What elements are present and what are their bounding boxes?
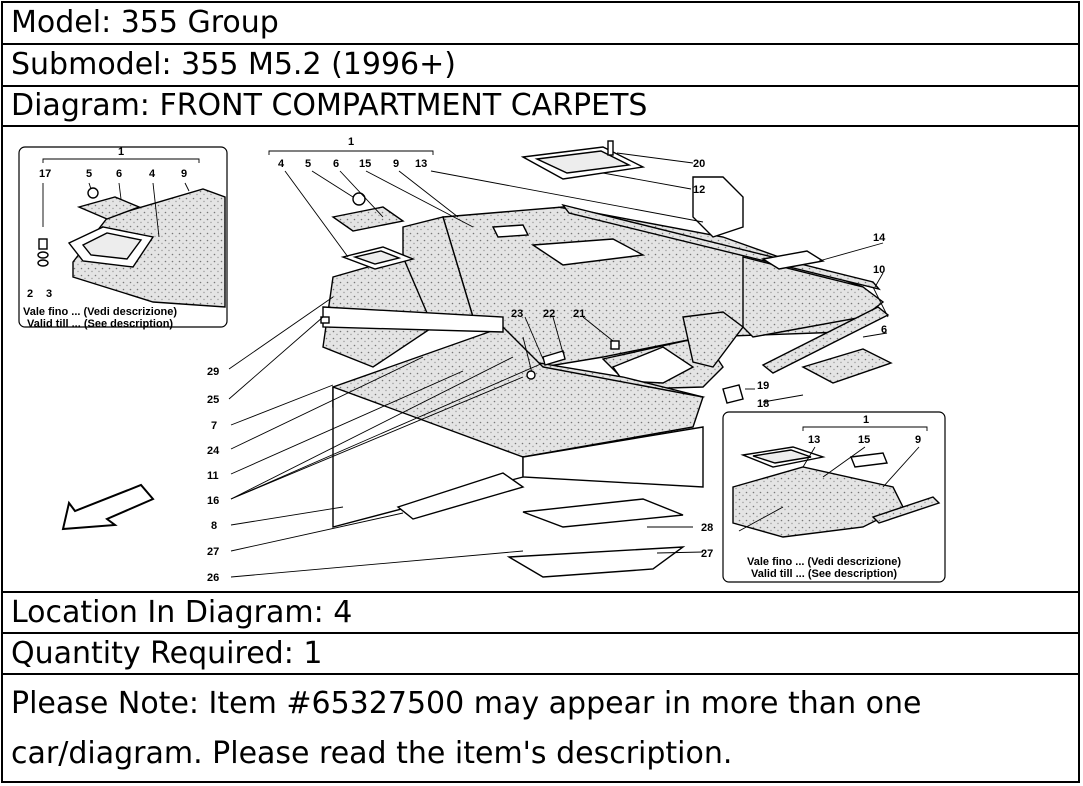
callout-12: 12 (693, 184, 705, 196)
callout-9-main: 9 (393, 158, 399, 170)
callout-21: 21 (573, 308, 585, 320)
inset-detail-right: 1 13 15 9 Vale fino ... (Vedi descrizion… (722, 411, 946, 583)
callout-20: 20 (693, 158, 705, 170)
callout-13-inset: 13 (808, 434, 820, 446)
callout-15-inset: 15 (858, 434, 870, 446)
callout-10: 10 (873, 264, 885, 276)
callout-1-inset-left: 1 (118, 146, 124, 158)
callout-1-main: 1 (348, 136, 354, 148)
callout-24: 24 (207, 445, 220, 457)
inset-right-note-it: Vale fino ... (Vedi descrizione) (747, 556, 901, 568)
front-compartment-carpets-drawing: 1 17 5 6 4 9 2 3 Va (18, 136, 946, 584)
model-row: Model: 355 Group (3, 3, 1078, 45)
callout-28: 28 (701, 522, 713, 534)
inset-left-note-it: Vale fino ... (Vedi descrizione) (23, 306, 177, 318)
callout-27-left: 27 (207, 546, 219, 558)
callout-13-main: 13 (415, 158, 427, 170)
diagram-title-row: Diagram: FRONT COMPARTMENT CARPETS (3, 87, 1078, 127)
callout-1-inset-right: 1 (863, 414, 869, 426)
callout-15-main: 15 (359, 158, 371, 170)
callout-18: 18 (757, 398, 769, 410)
carpet-assembly (320, 140, 893, 578)
callout-16: 16 (207, 495, 219, 507)
callout-4-inset: 4 (149, 168, 156, 180)
callout-6-right: 6 (881, 324, 887, 336)
inset-left-note-en: Valid till ... (See description) (27, 318, 173, 330)
parts-diagram: 1 17 5 6 4 9 2 3 Va (3, 127, 1078, 593)
please-note-text: Please Note: Item #65327500 may appear i… (11, 686, 922, 771)
callout-27-right: 27 (701, 548, 713, 560)
callout-23: 23 (511, 308, 523, 320)
direction-arrow-icon (61, 483, 155, 531)
callout-25: 25 (207, 394, 219, 406)
inset-right-note-en: Valid till ... (See description) (751, 568, 897, 580)
callout-19: 19 (757, 380, 769, 392)
callout-17: 17 (39, 168, 51, 180)
callout-7: 7 (211, 420, 217, 432)
callout-6-main: 6 (333, 158, 339, 170)
callout-22: 22 (543, 308, 555, 320)
submodel-row: Submodel: 355 M5.2 (1996+) (3, 45, 1078, 87)
location-row: Location In Diagram: 4 (3, 593, 1078, 634)
callout-9-inset-right: 9 (915, 434, 921, 446)
callout-2: 2 (27, 288, 33, 300)
callout-8: 8 (211, 520, 217, 532)
inset-detail-left: 1 17 5 6 4 9 2 3 Va (18, 146, 228, 330)
callout-6-inset: 6 (116, 168, 122, 180)
callout-11: 11 (207, 470, 219, 482)
callout-26: 26 (207, 572, 219, 584)
callout-9-inset: 9 (181, 168, 187, 180)
callout-29: 29 (207, 366, 219, 378)
callout-14: 14 (873, 232, 886, 244)
quantity-row: Quantity Required: 1 (3, 634, 1078, 675)
callout-3: 3 (46, 288, 52, 300)
callout-5-inset: 5 (86, 168, 92, 180)
callout-4-main: 4 (278, 158, 285, 170)
callout-5-main: 5 (305, 158, 311, 170)
